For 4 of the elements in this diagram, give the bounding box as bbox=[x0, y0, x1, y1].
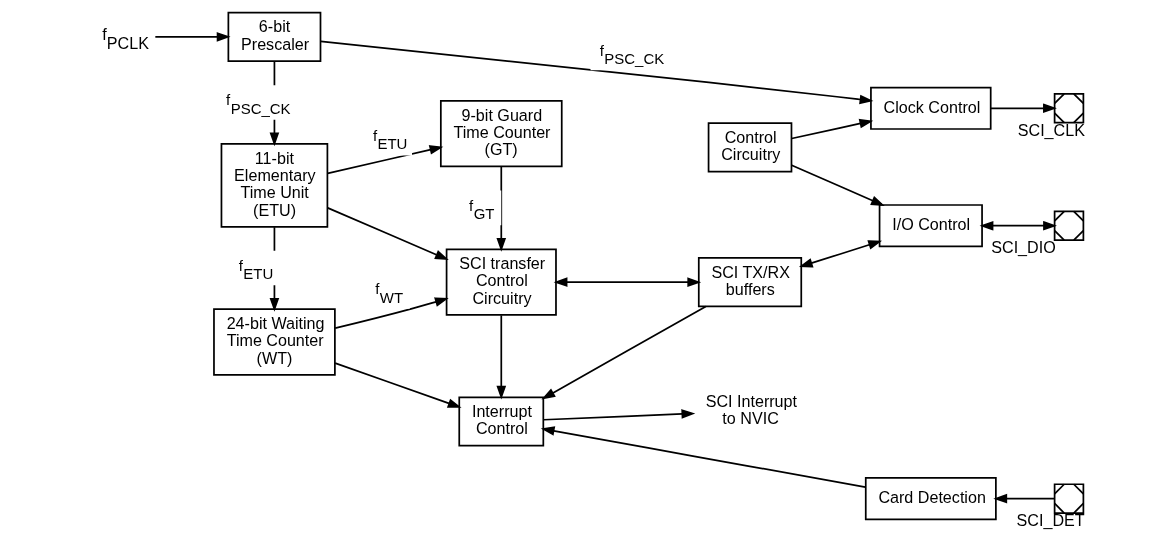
node-label: SCI_DIO bbox=[990, 238, 1056, 257]
node-label: SCI_DET bbox=[1016, 510, 1085, 529]
node-label: SCI_CLK bbox=[1017, 120, 1085, 139]
node-text: SCI Interrupt to NVIC bbox=[705, 391, 797, 428]
